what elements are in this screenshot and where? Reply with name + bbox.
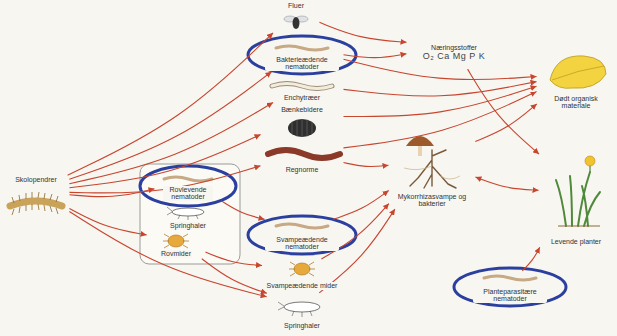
nematode-figure: [276, 46, 328, 50]
organism-label: Springhaler: [169, 222, 207, 230]
organism-label: Fluer: [287, 2, 305, 10]
organism-node: Bakterieædende nematoder: [262, 40, 342, 71]
organism-label: Planteparasitære nematoder: [473, 288, 547, 303]
mycorrhiza-figure: [404, 136, 460, 188]
food-web-arrow: [522, 247, 539, 271]
food-web-arrow: [343, 92, 536, 148]
organism-label: Levende planter: [550, 238, 602, 246]
food-web-arrow: [319, 22, 406, 42]
mite-figure: [289, 262, 315, 276]
food-web-arrow: [468, 69, 539, 154]
food-web-arrow: [343, 82, 536, 96]
nutrient-formula: O₂ Ca Mg P K: [422, 52, 486, 62]
organism-label: Bakterieædende nematoder: [265, 56, 339, 71]
enchytraeid-figure: [272, 84, 332, 89]
organism-node: Springhaler: [160, 204, 216, 230]
organism-node: Skolopendrer: [4, 176, 68, 218]
mite-figure: [163, 234, 189, 248]
organism-node: Rovmider: [148, 232, 204, 258]
food-web-arrow: [221, 201, 264, 220]
organism-label: Bænkebidere: [280, 106, 324, 114]
nematode-figure: [484, 276, 536, 280]
organism-label: Skolopendrer: [14, 176, 58, 184]
food-web-arrow: [68, 33, 274, 175]
earthworm-figure: [268, 150, 340, 158]
group-box: [140, 164, 240, 264]
food-web-arrow: [69, 189, 154, 197]
food-web-arrow: [475, 177, 538, 190]
organism-label: Regnorme: [285, 166, 320, 174]
nematode-figure: [276, 224, 328, 228]
woodlouse-figure: [288, 119, 316, 137]
nematode-figure: [164, 177, 212, 181]
food-web-arrow: [69, 135, 260, 188]
organism-node: Enchytræer: [262, 80, 342, 102]
fly-figure: [284, 16, 308, 29]
plant-figure: [556, 156, 600, 226]
organism-label: Næringsstoffer: [430, 44, 478, 52]
organism-node: Bænkebidere: [262, 106, 342, 140]
centipede-figure: [10, 192, 62, 215]
organism-label: Rovmider: [160, 250, 192, 258]
food-web-arrow: [344, 54, 407, 58]
organism-label: Svampeædende mider: [266, 282, 339, 290]
organism-node: Regnorme: [262, 146, 342, 174]
food-web-arrow: [343, 59, 536, 79]
organism-label: Mykorrhizasvampe og bakterier: [392, 193, 472, 208]
organism-node: Planteparasitære nematoder: [470, 272, 550, 303]
organism-label: Dødt organisk materiale: [540, 95, 612, 110]
food-web-arrow: [69, 211, 266, 296]
organism-label: Svampeædende nematoder: [265, 236, 339, 251]
food-web-arrow: [69, 208, 146, 234]
springtail-figure: [278, 302, 320, 317]
food-web-arrow: [343, 86, 536, 116]
organism-node: Fluer: [274, 2, 318, 32]
food-web-arrow: [202, 259, 267, 294]
organism-node: Levende planter: [540, 150, 612, 246]
organism-node: Springhaler: [268, 294, 336, 330]
highlight-ellipse: [140, 166, 236, 206]
food-web-arrow: [343, 163, 388, 167]
highlight-ellipse: [454, 268, 566, 306]
food-web-arrow: [319, 209, 395, 293]
springtail-figure: [167, 207, 204, 220]
organism-node: Mykorrhizasvampe og bakterier: [390, 128, 474, 208]
organism-label: Rovlevende nematoder: [163, 186, 213, 201]
organism-node: Svampeædende nematoder: [262, 220, 342, 251]
food-web-arrow: [205, 252, 262, 265]
food-web-arrow: [475, 104, 536, 142]
organism-node: NæringsstofferO₂ Ca Mg P K: [408, 38, 500, 68]
food-web-arrow: [333, 190, 388, 219]
organism-node: Svampeædende mider: [264, 260, 341, 290]
organism-node: Dødt organisk materiale: [538, 50, 614, 110]
organism-label: Springhaler: [283, 322, 321, 330]
organism-label: Enchytræer: [283, 94, 321, 102]
organism-node: Rovlevende nematoder: [156, 172, 220, 201]
food-web-arrow: [69, 72, 271, 180]
leaf-figure: [550, 56, 606, 88]
